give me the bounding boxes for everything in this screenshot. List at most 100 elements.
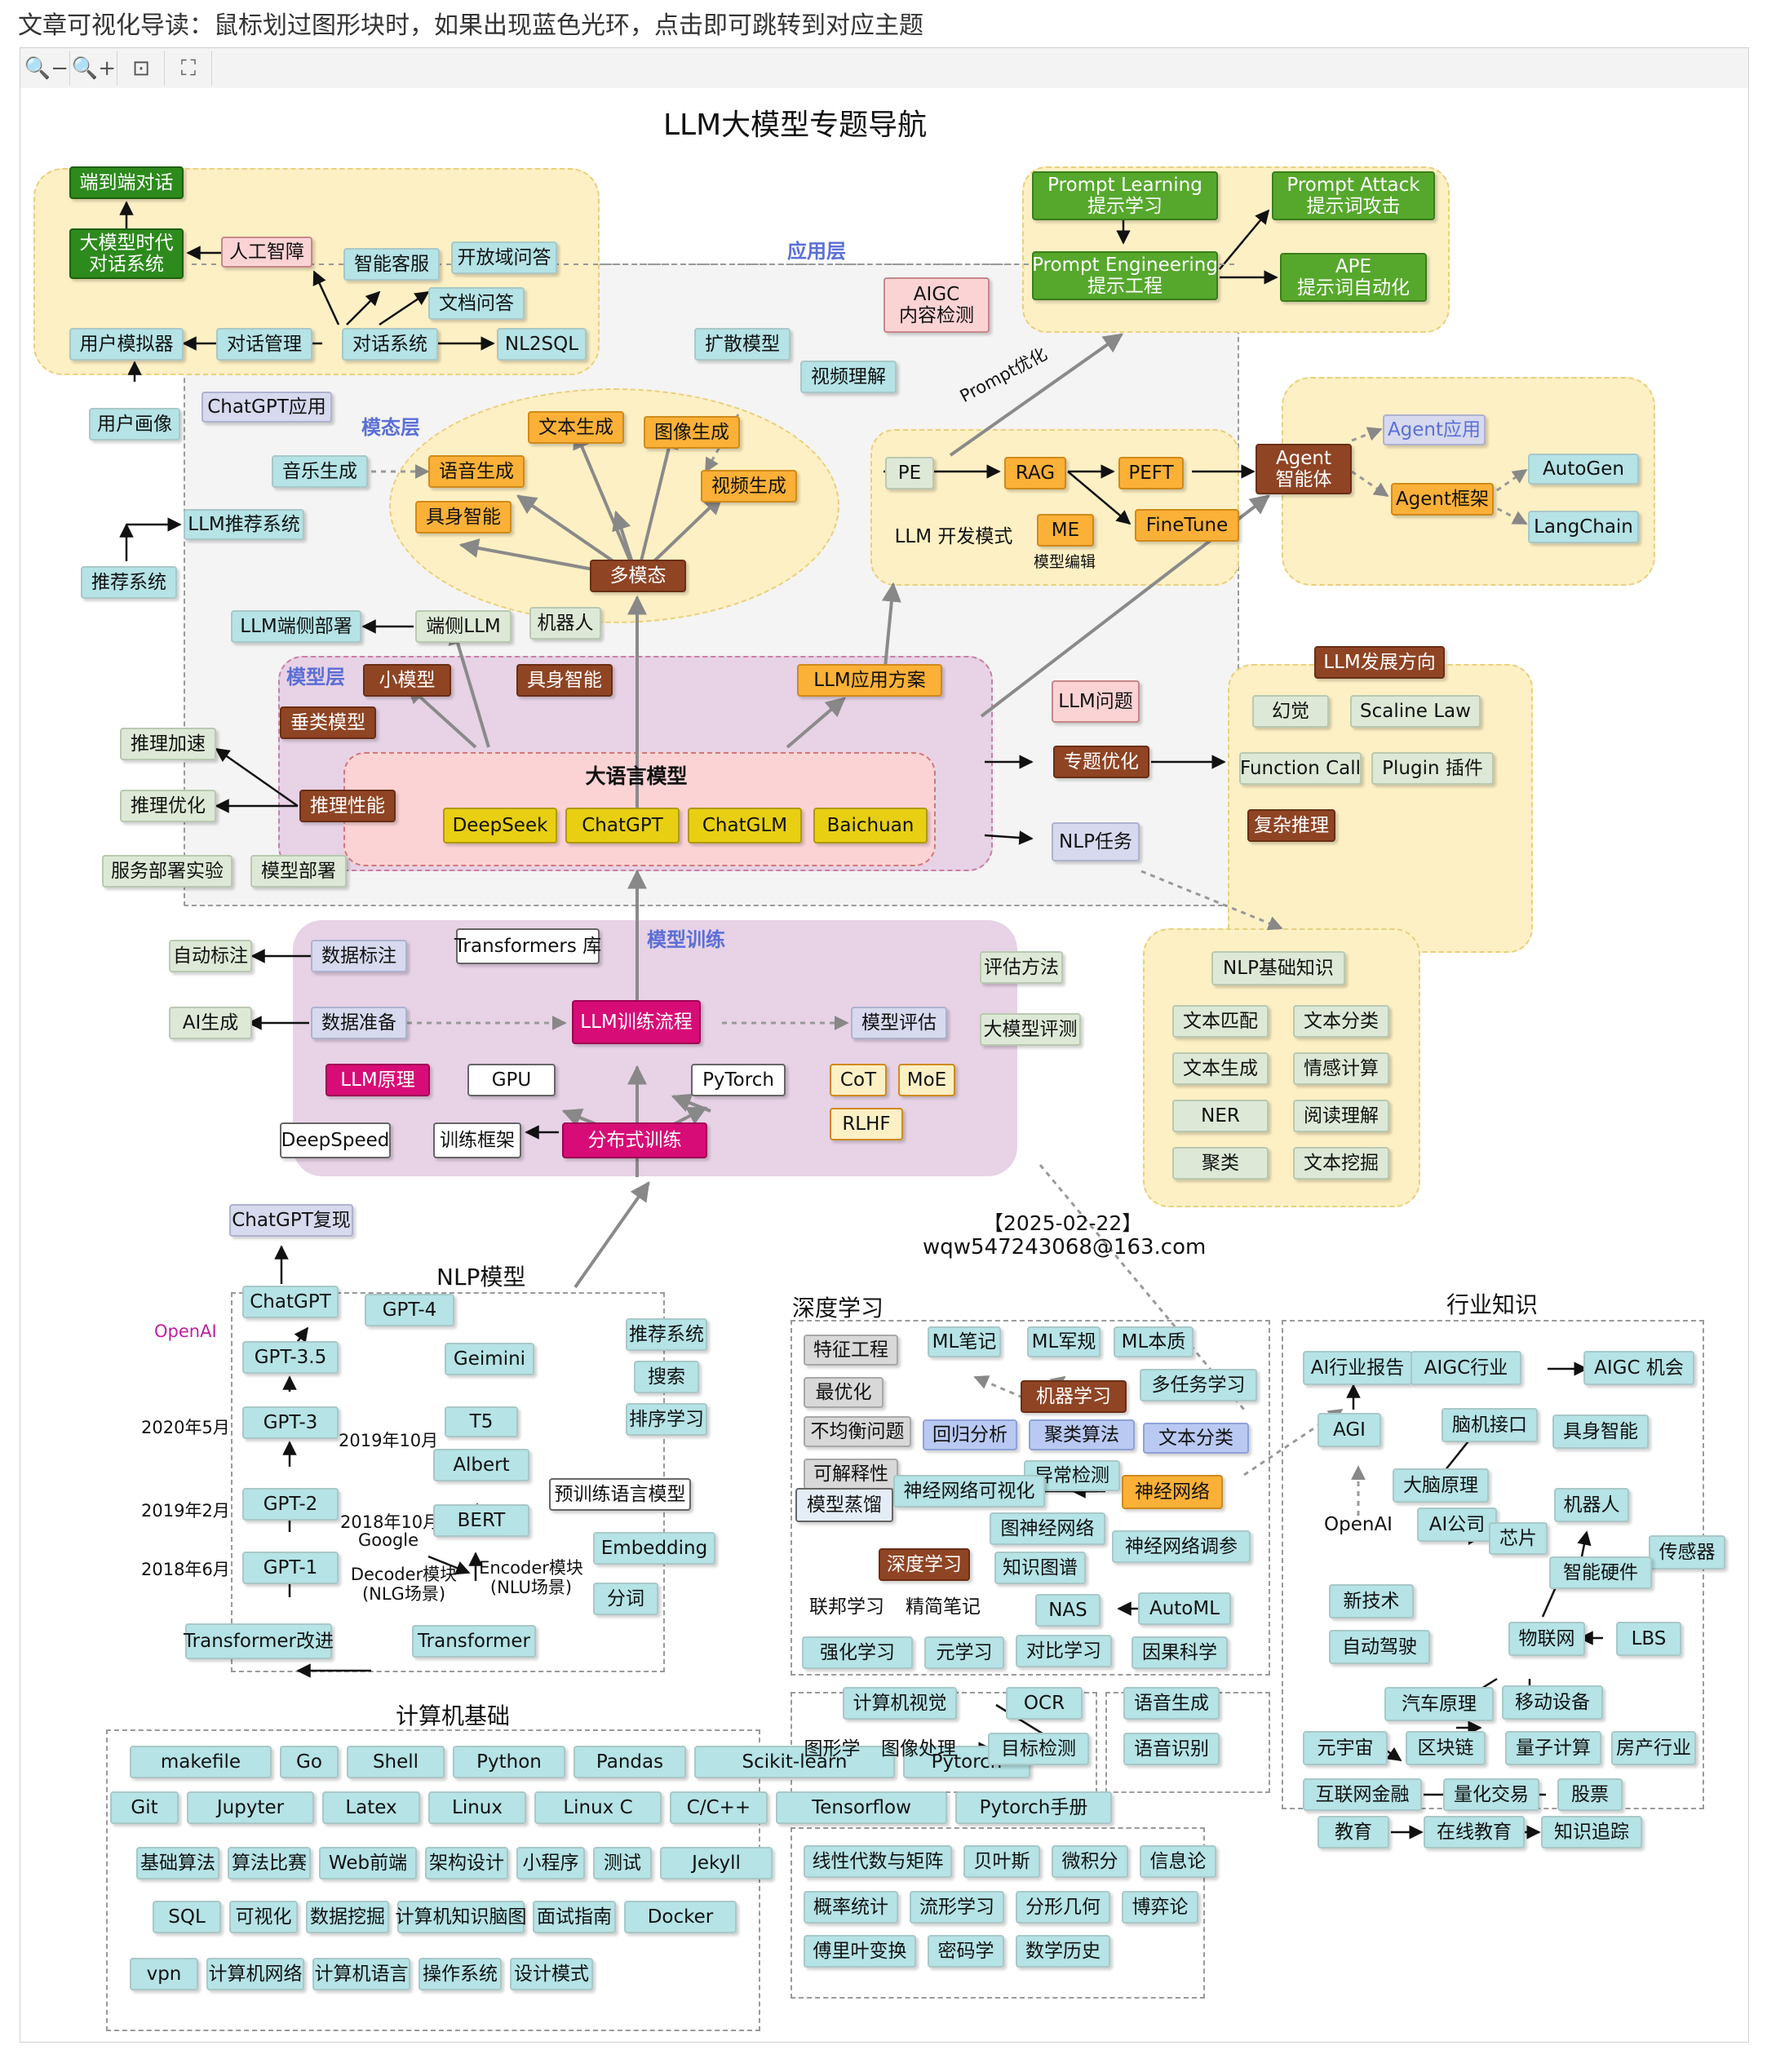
node-llm-direction[interactable]: LLM发展方向 <box>1314 646 1445 679</box>
node-open-qa[interactable]: 开放域问答 <box>451 241 557 274</box>
node-me[interactable]: ME <box>1037 514 1094 547</box>
cs-item[interactable]: 架构设计 <box>425 1847 508 1879</box>
node-hallucination[interactable]: 幻觉 <box>1252 695 1329 728</box>
node-asr[interactable]: 语音识别 <box>1123 1733 1220 1765</box>
cs-item[interactable]: 计算机知识脑图 <box>396 1901 527 1933</box>
math-item[interactable]: 分形几何 <box>1016 1891 1110 1924</box>
node-agi[interactable]: AGI <box>1318 1413 1381 1447</box>
cs-item[interactable]: Linux <box>428 1791 526 1824</box>
node-blockchain[interactable]: 区块链 <box>1406 1731 1486 1765</box>
node-new-tech[interactable]: 新技术 <box>1329 1584 1414 1618</box>
node-reco-nlp[interactable]: 推荐系统 <box>626 1318 707 1351</box>
node-mrc[interactable]: 阅读理解 <box>1293 1100 1389 1132</box>
math-item[interactable]: 流形学习 <box>910 1891 1004 1924</box>
node-geimini[interactable]: Geimini <box>445 1343 534 1375</box>
node-aigc-chance[interactable]: AIGC 机会 <box>1583 1351 1694 1385</box>
cs-item[interactable]: 设计模式 <box>510 1958 593 1990</box>
node-music-gen[interactable]: 音乐生成 <box>272 455 368 488</box>
node-scaling-law[interactable]: Scaline Law <box>1350 695 1481 728</box>
node-neural-net[interactable]: 神经网络 <box>1122 1475 1223 1509</box>
node-llm-edge-deploy[interactable]: LLM端侧部署 <box>231 610 361 643</box>
cs-item[interactable]: Tensorflow <box>776 1791 947 1824</box>
cs-item[interactable]: 操作系统 <box>418 1958 502 1990</box>
node-machine-learning[interactable]: 机器学习 <box>1021 1380 1127 1413</box>
node-meta-learning[interactable]: 元学习 <box>924 1636 1004 1669</box>
node-knowledge-graph[interactable]: 知识图谱 <box>994 1552 1086 1584</box>
zoom-in-button[interactable]: 🔍+ <box>71 51 117 86</box>
node-online-edu[interactable]: 在线教育 <box>1424 1816 1525 1848</box>
node-agent-app[interactable]: Agent应用 <box>1383 414 1486 445</box>
node-gpt2[interactable]: GPT-2 <box>242 1488 339 1521</box>
node-auto-label[interactable]: 自动标注 <box>169 940 252 972</box>
math-item[interactable]: 数学历史 <box>1016 1935 1110 1968</box>
node-infer-opt[interactable]: 推理优化 <box>120 790 216 822</box>
node-metaverse[interactable]: 元宇宙 <box>1303 1731 1388 1765</box>
node-llm-principle[interactable]: LLM原理 <box>326 1064 430 1096</box>
cs-item[interactable]: Web前端 <box>319 1847 417 1879</box>
fit-button[interactable]: ⊡ <box>118 51 165 86</box>
node-albert[interactable]: Albert <box>433 1449 529 1481</box>
math-item[interactable]: 密码学 <box>928 1935 1004 1968</box>
node-aigc-detect[interactable]: AIGC 内容检测 <box>884 277 990 333</box>
node-prompt-attack[interactable]: Prompt Attack 提示词攻击 <box>1272 171 1435 220</box>
node-robot-ind[interactable]: 机器人 <box>1554 1488 1629 1522</box>
math-item[interactable]: 贝叶斯 <box>963 1845 1040 1878</box>
node-smart-service[interactable]: 智能客服 <box>343 248 440 281</box>
node-quantum[interactable]: 量子计算 <box>1505 1731 1601 1765</box>
node-ml-notes[interactable]: ML笔记 <box>928 1326 1001 1357</box>
node-lbs[interactable]: LBS <box>1616 1622 1681 1656</box>
node-contrastive[interactable]: 对比学习 <box>1016 1635 1112 1667</box>
node-deep-learning[interactable]: 深度学习 <box>879 1548 970 1581</box>
node-cot[interactable]: CoT <box>830 1064 887 1096</box>
node-regression[interactable]: 回归分析 <box>923 1419 1017 1450</box>
node-model-eval[interactable]: 模型评估 <box>851 1007 947 1039</box>
node-embodied-modal[interactable]: 具身智能 <box>415 501 512 533</box>
node-nlp-task[interactable]: NLP任务 <box>1052 822 1140 861</box>
cs-item[interactable]: Python <box>453 1746 565 1778</box>
node-autogen[interactable]: AutoGen <box>1528 454 1639 485</box>
node-image-gen[interactable]: 图像生成 <box>644 416 740 449</box>
node-eval-method[interactable]: 评估方法 <box>980 951 1063 984</box>
cs-item[interactable]: 算法比赛 <box>228 1847 311 1879</box>
node-gpu[interactable]: GPU <box>467 1064 556 1096</box>
node-chatgpt-app[interactable]: ChatGPT应用 <box>202 392 332 423</box>
node-rl[interactable]: 强化学习 <box>802 1636 913 1669</box>
node-gpt35[interactable]: GPT-3.5 <box>242 1341 339 1374</box>
node-data-prep[interactable]: 数据准备 <box>311 1007 407 1039</box>
cs-item[interactable]: Scikit-learn <box>694 1746 895 1778</box>
node-chatgpt[interactable]: ChatGPT <box>242 1286 339 1318</box>
math-item[interactable]: 微积分 <box>1052 1845 1128 1878</box>
cs-item[interactable]: 可视化 <box>229 1901 298 1933</box>
node-gpt4[interactable]: GPT-4 <box>365 1294 454 1326</box>
node-text-cls-dl[interactable]: 文本分类 <box>1143 1423 1249 1454</box>
node-data-label[interactable]: 数据标注 <box>311 940 407 972</box>
node-bci[interactable]: 脑机接口 <box>1442 1408 1538 1442</box>
node-cluster[interactable]: 聚类 <box>1172 1147 1269 1180</box>
cs-item[interactable]: 测试 <box>593 1847 652 1879</box>
node-video-understanding[interactable]: 视频理解 <box>800 361 897 393</box>
node-cv[interactable]: 计算机视觉 <box>843 1687 957 1720</box>
cs-item[interactable]: 计算机语言 <box>312 1958 410 1990</box>
node-moe[interactable]: MoE <box>898 1064 955 1096</box>
node-graphics[interactable]: 图形学 <box>804 1738 861 1760</box>
cs-item[interactable]: Linux C <box>534 1791 662 1824</box>
node-rag[interactable]: RAG <box>1004 457 1066 489</box>
node-text-mining[interactable]: 文本挖掘 <box>1293 1147 1389 1180</box>
node-ml-essence[interactable]: ML本质 <box>1114 1326 1194 1357</box>
math-item[interactable]: 概率统计 <box>804 1891 898 1924</box>
zoom-out-button[interactable]: 🔍− <box>24 51 70 86</box>
cs-item[interactable]: 数据挖掘 <box>306 1901 389 1933</box>
node-embodied-model[interactable]: 具身智能 <box>516 664 613 697</box>
node-agent[interactable]: Agent 智能体 <box>1256 444 1352 494</box>
node-smart-hw[interactable]: 智能硬件 <box>1549 1556 1652 1589</box>
node-peft[interactable]: PEFT <box>1118 457 1184 489</box>
node-feature-eng[interactable]: 特征工程 <box>804 1335 898 1366</box>
node-robot-model[interactable]: 机器人 <box>529 607 601 640</box>
node-quant-trade[interactable]: 量化交易 <box>1443 1778 1539 1811</box>
node-chatglm[interactable]: ChatGLM <box>688 808 802 843</box>
node-ai-report[interactable]: AI行业报告 <box>1303 1351 1412 1385</box>
node-train-framework[interactable]: 训练框架 <box>433 1122 521 1158</box>
cs-item[interactable]: Jekyll <box>660 1847 773 1879</box>
node-vertical-model[interactable]: 垂类模型 <box>280 706 376 739</box>
node-multimodal[interactable]: 多模态 <box>590 560 686 592</box>
